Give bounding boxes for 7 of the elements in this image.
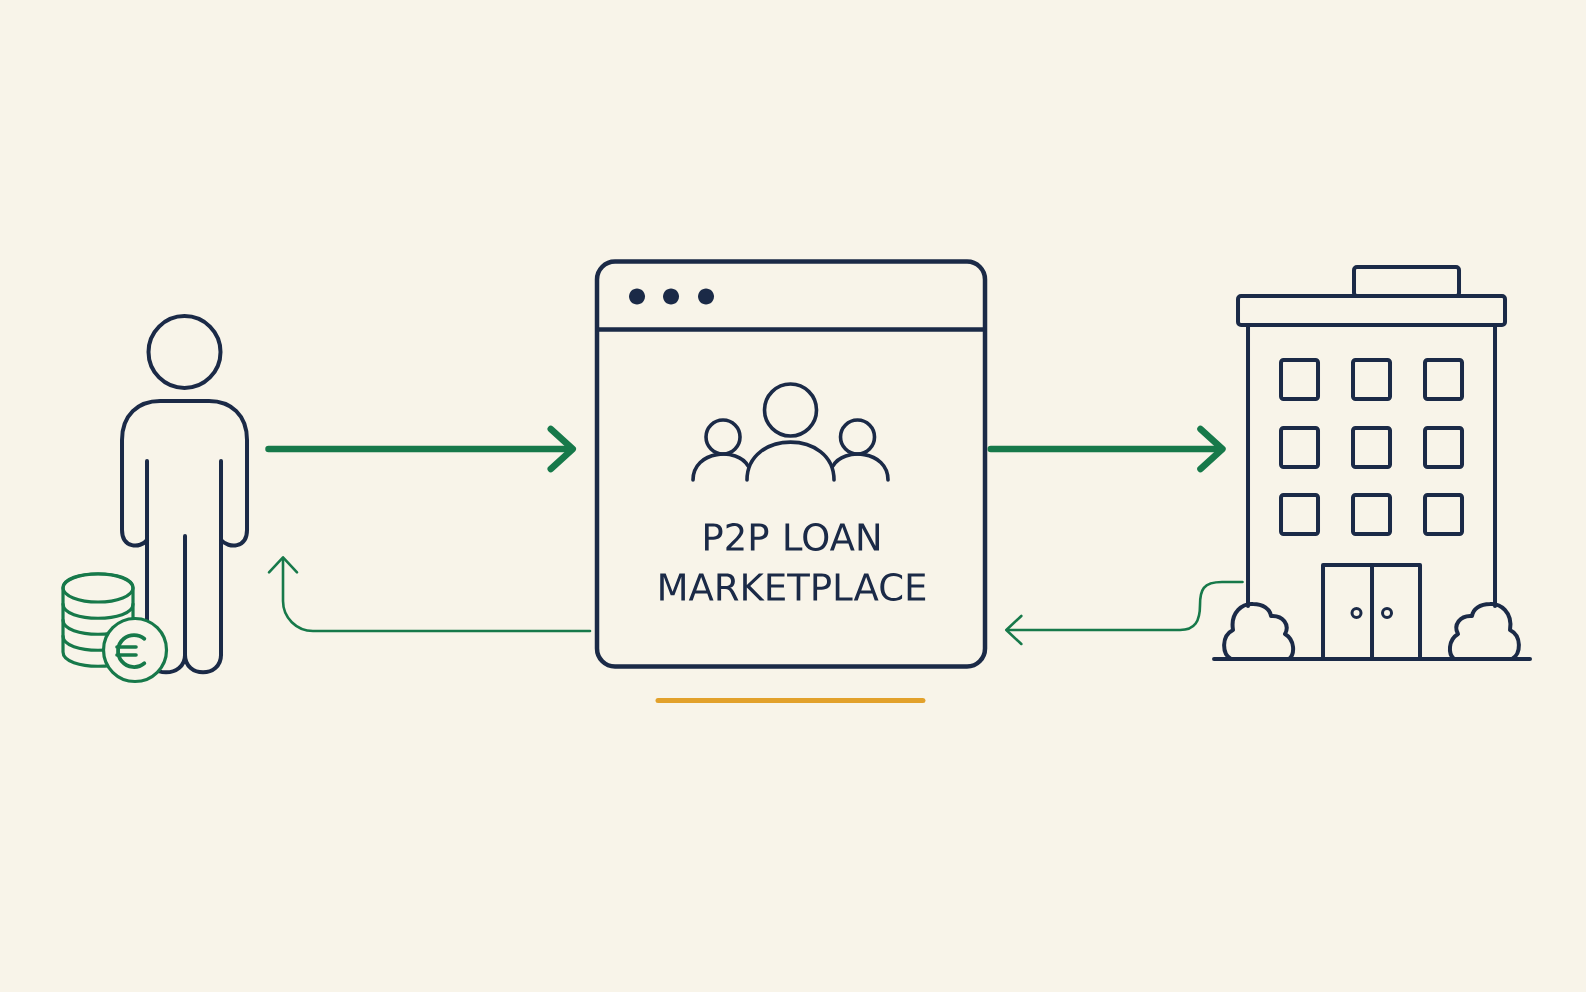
arrow [265, 425, 576, 473]
person-figure [120, 314, 249, 675]
arrow [267, 556, 592, 633]
arrow [987, 425, 1226, 473]
arrow [1005, 580, 1244, 646]
office-building [1212, 265, 1532, 661]
browser-window: P2P LOAN MARKETPLACE [594, 259, 988, 669]
